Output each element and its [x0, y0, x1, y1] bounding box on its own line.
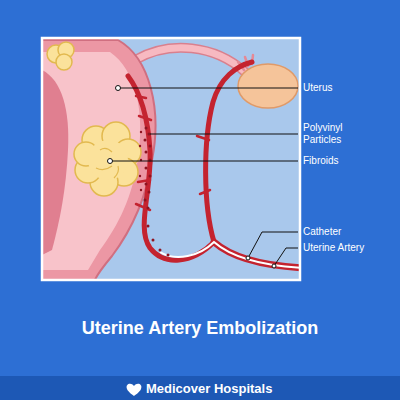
leader-dots — [108, 86, 277, 269]
panel — [42, 38, 300, 280]
diagram-title: Uterine Artery Embolization — [0, 317, 400, 339]
part-label: Catheter — [303, 226, 341, 238]
part-label: Fibroids — [303, 155, 339, 167]
part-label: Uterus — [303, 82, 332, 94]
part-label: Polyvinyl Particles — [303, 122, 363, 146]
part-label: Uterine Artery — [303, 242, 364, 254]
panel-border — [42, 38, 300, 280]
footer-bar — [0, 376, 400, 400]
brand-name: Medicover Hospitals — [146, 381, 272, 396]
brand-icon — [127, 384, 142, 396]
anatomy — [42, 40, 300, 280]
leader-lines — [110, 88, 298, 266]
